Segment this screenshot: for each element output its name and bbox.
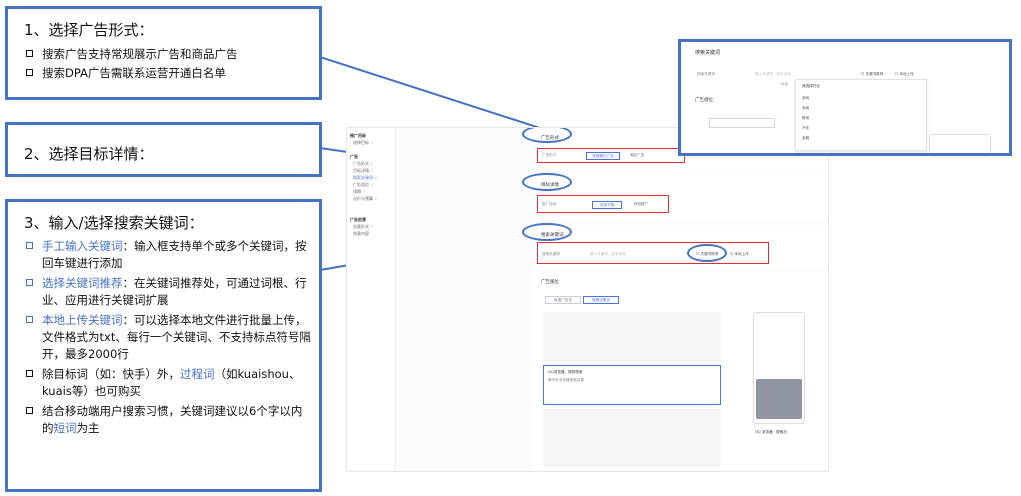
- callout-target-details: 2、选择目标详情：: [5, 122, 322, 177]
- popup-recommend-option[interactable]: ☐ 关键词推荐: [861, 72, 884, 76]
- phone-preview: [753, 312, 805, 424]
- popup-keyword-input[interactable]: 输入关键词，回车添加: [755, 72, 791, 76]
- callout-bullet: 搜索DPA广告需联系运营开通白名单: [24, 65, 319, 82]
- callout-bullet: 选择关键词推荐：在关键词推荐处，可通过词根、行业、应用进行关键词扩展: [24, 275, 311, 309]
- sidebar-group-label: 推广目标: [350, 133, 366, 138]
- callout-title: 1、选择广告形式：: [24, 21, 154, 39]
- square-bullet-icon: [26, 370, 33, 377]
- sidebar-item[interactable]: 创意内容: [353, 231, 369, 236]
- dropdown-option[interactable]: 游戏: [802, 96, 810, 100]
- ad-format-row: 广告形式 常规展示广告 商品广告: [537, 148, 685, 163]
- tab-search-results[interactable]: 搜索结果页: [583, 296, 619, 304]
- option-app-download[interactable]: 应用下载: [592, 201, 622, 209]
- section-target-details: 目标详情 推广目标 应用下载 网页推广: [533, 175, 828, 220]
- tab-preferred[interactable]: 优选广告位: [545, 296, 581, 304]
- keyword-input[interactable]: 输入关键词，回车添加: [590, 252, 626, 256]
- callout-ad-format: 1、选择广告形式： 搜索广告支持常规展示广告和商品广告 搜索DPA广告需联系运营…: [5, 6, 322, 100]
- keywords-row: 搜索关键词 输入关键词，回车添加 ☐ 关键词推荐 ☐ 本地上传: [537, 242, 769, 264]
- square-bullet-icon: [26, 279, 33, 286]
- callout-bullet: 除目标词（如：快手）外，过程词（如kuaishou、kuais等）也可购买: [24, 366, 311, 400]
- placement-card[interactable]: [543, 312, 721, 362]
- keyboard-image: [756, 379, 802, 419]
- sidebar: 推广目标 选择目标 ✓ 广告 广告形式 ✓ 目标详情 ✓ 搜索关键词 ✓ 广告组…: [347, 128, 396, 471]
- dropdown-option[interactable]: 金融: [802, 136, 810, 140]
- highlight-ring: [687, 244, 727, 262]
- sidebar-group-label: 广告创意: [350, 217, 366, 222]
- sidebar-item[interactable]: 目标详情 ✓: [353, 168, 374, 173]
- highlight-ring: [522, 128, 572, 143]
- section-ad-placement: 广告版位 优选广告位 搜索结果页 QQ浏览器、搜狗搜索 腾讯系浏览器搜索结果 Q…: [533, 272, 828, 471]
- dropdown-option[interactable]: 教育: [802, 116, 810, 120]
- placement-card-selected[interactable]: QQ浏览器、搜狗搜索 腾讯系浏览器搜索结果: [543, 365, 721, 405]
- callout-bullet: 结合移动端用户搜索习惯，关键词建议以6个字以内的短词为主: [24, 403, 311, 437]
- highlight-ring: [522, 173, 572, 191]
- square-bullet-icon: [26, 407, 33, 414]
- callout-bullet: 手工输入关键词：输入框支持单个或多个关键词，按回车键进行添加: [24, 238, 311, 272]
- sidebar-item[interactable]: 选择目标 ✓: [353, 140, 374, 145]
- callout-bullet: 本地上传关键词：可以选择本地文件进行批量上传，文件格式为txt、每行一个关键词、…: [24, 312, 311, 363]
- sidebar-item[interactable]: 创意形式 ✓: [353, 224, 374, 229]
- sidebar-item[interactable]: 搜索关键词 ✓: [353, 175, 378, 180]
- popup-upload-option[interactable]: ☐ 本地上传: [895, 72, 914, 76]
- sidebar-item[interactable]: 排期 ✓: [353, 189, 366, 194]
- keyword-upload-button[interactable]: ☐ 本地上传: [730, 252, 749, 256]
- placement-card[interactable]: [543, 409, 721, 467]
- dropdown-option[interactable]: 电商: [802, 106, 810, 110]
- ad-setup-screenshot: 推广目标 选择目标 ✓ 广告 广告形式 ✓ 目标详情 ✓ 搜索关键词 ✓ 广告组…: [346, 127, 829, 472]
- popup-tab[interactable]: [709, 118, 775, 128]
- option-web-promo[interactable]: 网页推广: [626, 201, 656, 209]
- industry-dropdown[interactable]: 请选择行业 游戏 电商 教育 汽车 金融: [795, 79, 927, 151]
- square-bullet-icon: [26, 242, 33, 249]
- sidebar-group-label: 广告: [350, 154, 358, 159]
- callout-bullet: 搜索广告支持常规展示广告和商品广告: [24, 46, 319, 63]
- keyword-recommend-popup: 搜索关键词 搜索关键词 输入关键词，回车添加 ☐ 关键词推荐 ☐ 本地上传 行业…: [678, 39, 1012, 156]
- phone-caption: QQ 浏览器 · 搜索页: [755, 430, 787, 434]
- callout-title: 2、选择目标详情：: [24, 145, 154, 163]
- callout-keywords: 3、输入/选择搜索关键词： 手工输入关键词：输入框支持单个或多个关键词，按回车键…: [5, 199, 322, 492]
- square-bullet-icon: [26, 50, 33, 57]
- highlight-ring: [522, 223, 572, 241]
- sidebar-item[interactable]: 出价与预算 ✓: [353, 196, 378, 201]
- square-bullet-icon: [26, 69, 33, 76]
- callout-title: 3、输入/选择搜索关键词：: [24, 214, 204, 232]
- sidebar-item[interactable]: 广告组位 ✓: [353, 182, 374, 187]
- popup-phone-preview: [929, 134, 991, 153]
- sidebar-item[interactable]: 广告形式 ✓: [353, 161, 374, 166]
- section-search-keywords: 搜索关键词 搜索关键词 输入关键词，回车添加 ☐ 关键词推荐 ☐ 本地上传: [533, 225, 828, 267]
- dropdown-option[interactable]: 汽车: [802, 126, 810, 130]
- option-product-ad[interactable]: 商品广告: [624, 152, 650, 160]
- target-details-row: 推广目标 应用下载 网页推广: [537, 195, 669, 213]
- option-standard-ad[interactable]: 常规展示广告: [586, 152, 620, 160]
- square-bullet-icon: [26, 316, 33, 323]
